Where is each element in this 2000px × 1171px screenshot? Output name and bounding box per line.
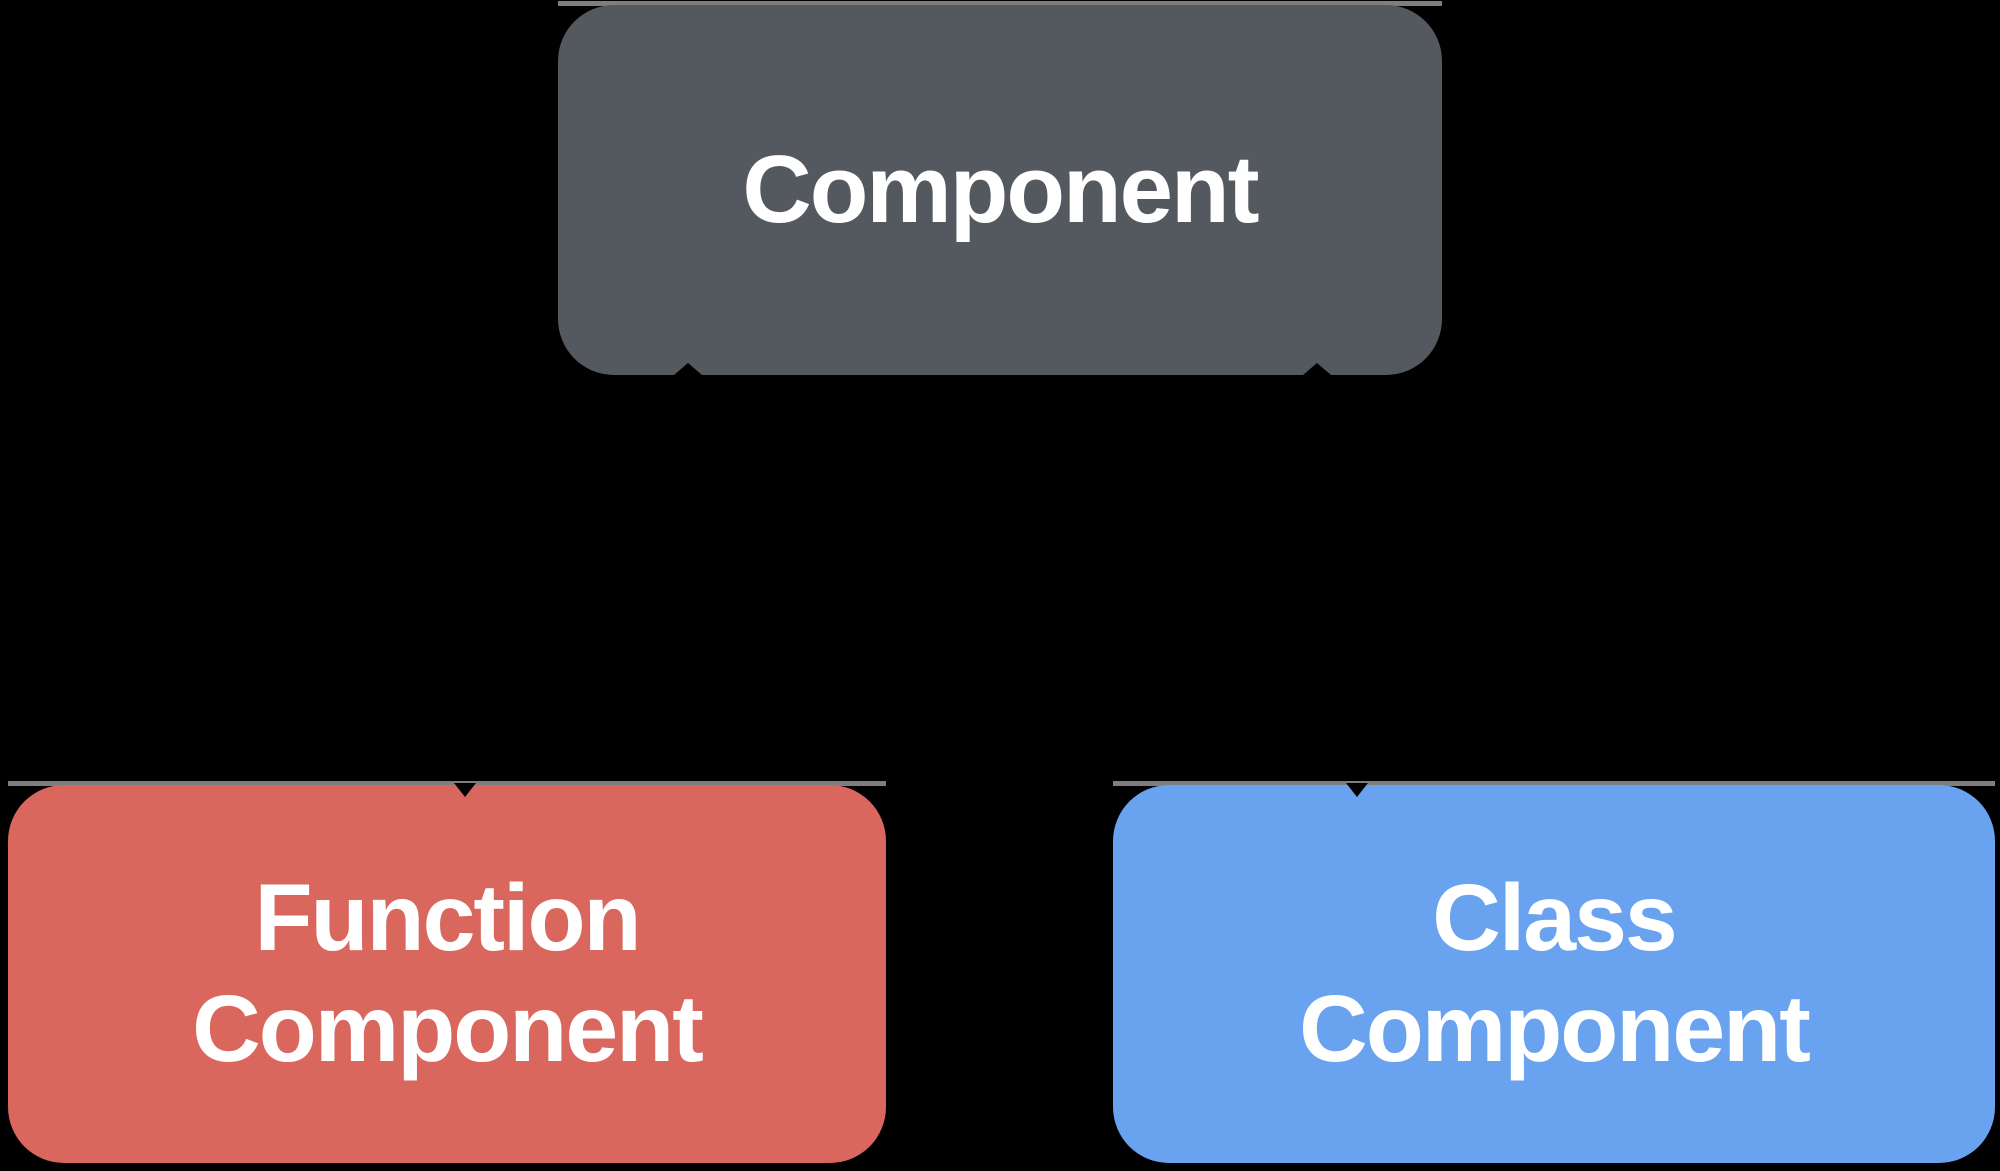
arrowhead-down-icon xyxy=(1346,783,1368,797)
edge-start-notch-icon xyxy=(1303,363,1331,375)
node-function-component: Function Component xyxy=(8,785,886,1163)
edge-component-to-function-component xyxy=(461,371,692,787)
edge-start-notch-icon xyxy=(674,363,702,375)
node-function-component-label: Function Component xyxy=(192,864,704,1082)
class-component-top-edge-line xyxy=(1113,781,1995,786)
component-top-edge-line xyxy=(558,1,1442,6)
node-class-component: Class Component xyxy=(1113,785,1995,1163)
arrowhead-down-icon xyxy=(454,783,476,797)
function-component-top-edge-line xyxy=(8,781,886,786)
node-component: Component xyxy=(558,5,1442,375)
node-class-component-label: Class Component xyxy=(1299,864,1811,1082)
edge-component-to-class-component xyxy=(1313,372,1361,786)
node-component-label: Component xyxy=(742,135,1259,243)
